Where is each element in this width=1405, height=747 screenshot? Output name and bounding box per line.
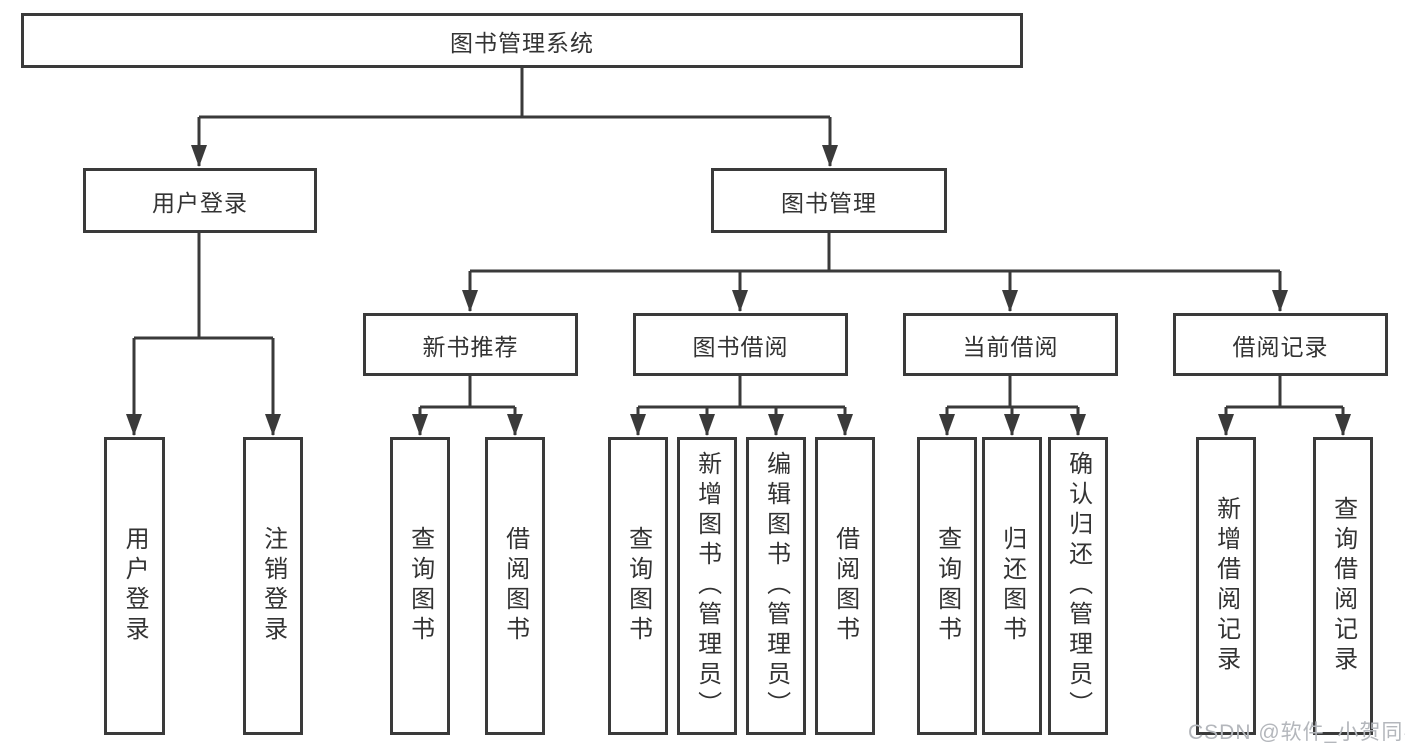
leaf-return-books-label: 归还图书 xyxy=(998,526,1026,646)
connector-new-book-recommend-to-leaves xyxy=(412,376,523,436)
node-current-borrow: 当前借阅 xyxy=(903,313,1118,376)
connector-current-borrow-to-leaves xyxy=(939,376,1086,436)
connector-book-management-to-level3 xyxy=(462,233,1288,312)
node-book-borrow-label: 图书借阅 xyxy=(692,333,789,360)
leaf-borrow-borrow-books: 借阅图书 xyxy=(815,437,875,735)
leaf-borrow-borrow-books-label: 借阅图书 xyxy=(831,526,859,646)
leaf-add-books-admin: 新增图书（管理员） xyxy=(677,437,737,735)
node-new-book-recommend: 新书推荐 xyxy=(363,313,578,376)
watermark-text: CSDN @软件_小贺同学 xyxy=(1188,721,1405,744)
connector-borrow-records-to-leaves xyxy=(1218,376,1351,436)
leaf-add-borrow-record-label: 新增借阅记录 xyxy=(1212,496,1240,676)
leaf-edit-books-admin-label: 编辑图书（管理员） xyxy=(762,451,790,721)
leaf-user-login-label: 用户登录 xyxy=(121,526,149,646)
leaf-query-borrow-record-label: 查询借阅记录 xyxy=(1329,496,1357,676)
node-current-borrow-label: 当前借阅 xyxy=(962,333,1059,360)
leaf-logout-label: 注销登录 xyxy=(259,526,287,646)
leaf-add-borrow-record: 新增借阅记录 xyxy=(1196,437,1256,735)
leaf-add-books-admin-label: 新增图书（管理员） xyxy=(693,451,721,721)
leaf-recommend-borrow-books-label: 借阅图书 xyxy=(501,526,529,646)
node-library-system-label: 图书管理系统 xyxy=(450,29,594,56)
leaf-current-query-books: 查询图书 xyxy=(917,437,977,735)
leaf-recommend-query-books-label: 查询图书 xyxy=(406,526,434,646)
connector-user-login-to-leaves xyxy=(126,233,281,436)
node-book-management: 图书管理 xyxy=(711,168,947,233)
node-user-login-group: 用户登录 xyxy=(83,168,317,233)
connector-book-borrow-to-leaves xyxy=(630,376,853,436)
leaf-confirm-return-admin: 确认归还（管理员） xyxy=(1048,437,1108,735)
leaf-confirm-return-admin-label: 确认归还（管理员） xyxy=(1064,451,1092,721)
leaf-borrow-query-books-label: 查询图书 xyxy=(624,526,652,646)
leaf-recommend-query-books: 查询图书 xyxy=(390,437,450,735)
leaf-borrow-query-books: 查询图书 xyxy=(608,437,668,735)
leaf-query-borrow-record: 查询借阅记录 xyxy=(1313,437,1373,735)
leaf-return-books: 归还图书 xyxy=(982,437,1042,735)
leaf-edit-books-admin: 编辑图书（管理员） xyxy=(746,437,806,735)
node-library-system: 图书管理系统 xyxy=(21,13,1023,68)
node-new-book-recommend-label: 新书推荐 xyxy=(422,333,519,360)
leaf-recommend-borrow-books: 借阅图书 xyxy=(485,437,545,735)
connector-root-to-level2 xyxy=(191,68,838,167)
node-borrow-records-label: 借阅记录 xyxy=(1232,333,1329,360)
node-user-login-group-label: 用户登录 xyxy=(152,189,248,216)
leaf-logout: 注销登录 xyxy=(243,437,303,735)
node-book-borrow: 图书借阅 xyxy=(633,313,848,376)
node-borrow-records: 借阅记录 xyxy=(1173,313,1388,376)
node-book-management-label: 图书管理 xyxy=(781,189,877,216)
leaf-user-login: 用户登录 xyxy=(104,437,165,735)
leaf-current-query-books-label: 查询图书 xyxy=(933,526,961,646)
